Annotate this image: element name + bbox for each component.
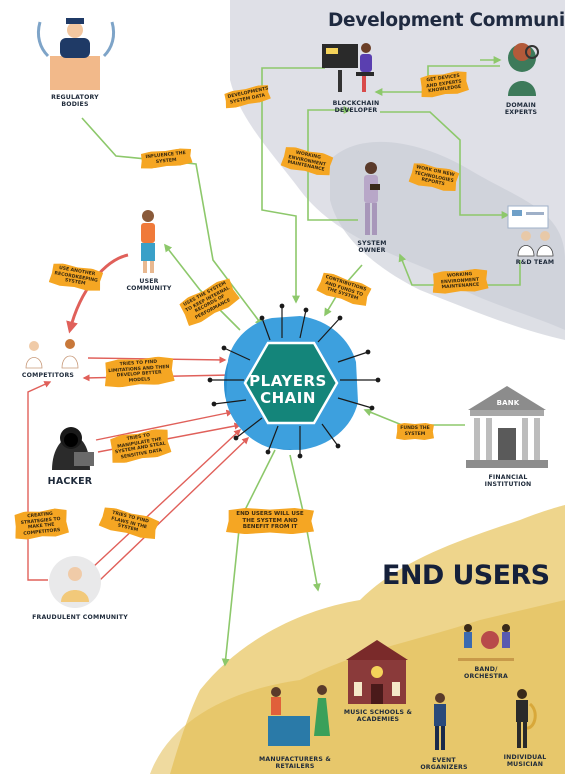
arrow-hub-to-endusers-left [221,449,276,667]
arrow-developer-to-hub [261,67,325,304]
arrow-fraud-to-hub-2 [99,437,250,581]
arrow-developer-to-rd [380,111,510,219]
arrow-bank-to-hub [363,408,465,426]
arrow-hub-to-user [164,243,241,331]
blockchain-developer-label: BLOCKCHAIN DEVELOPER [332,100,380,115]
arrow-fraud-to-hub [91,429,242,569]
arrow-user-to-competitors [66,253,129,334]
user-community-label: USER COMMUNITY [126,278,172,293]
rd-team-icon [507,205,554,257]
user-community-icon [141,210,155,273]
event-organizers-label: EVENT ORGANIZERS [420,757,468,772]
arrow-hacker-to-hub [95,409,234,441]
development-community-title: Development Community [328,10,565,31]
bank-sign: BANK [496,399,520,407]
regulatory-bodies-label: REGULATORY BODIES [51,94,99,109]
hub-circuit-lines [207,303,381,459]
rd-team-label: R&D TEAM [515,259,555,266]
financial-institution-label: FINANCIAL INSTITUTION [484,474,532,489]
end-users-title: END USERS [382,560,550,591]
fraudulent-community-label: FRAUDULENT COMMUNITY [32,614,128,621]
band-orchestra-label: BAND/ ORCHESTRA [463,666,508,681]
competitors-icon [25,339,79,369]
music-schools-label: MUSIC SCHOOLS & ACADEMIES [343,709,413,724]
hub-hexagon [243,341,339,425]
band-orchestra-icon [458,624,514,661]
fraudulent-community-icon [49,556,101,608]
system-owner-label: SYSTEM OWNER [357,240,387,255]
bank-icon [466,386,548,468]
dev-community-wash-2 [330,141,565,340]
arrow-fraud-to-competitors [27,381,52,581]
music-schools-icon [346,640,408,704]
blockchain-developer-icon [322,43,374,92]
individual-musician-label: INDIVIDUAL MUSICIAN [503,754,547,769]
manufacturers-retailers-label: MANUFACTURERS & RETAILERS [258,756,331,771]
domain-experts-icon [508,43,539,96]
tag-funds-system: FUNDS THE SYSTEM [396,423,434,440]
system-owner-icon [364,162,380,235]
manufacturers-icon [268,685,330,746]
competitors-label: COMPETITORS [21,372,75,379]
hub-label: PLAYERS CHAIN [249,372,327,408]
hacker-icon [52,427,94,470]
domain-experts-label: DOMAIN EXPERTS [504,102,538,117]
tag-end-users-will: END USERS WILL USE THE SYSTEM AND BENEFI… [226,508,314,535]
players-chain-hub [207,303,381,459]
hacker-label: HACKER [47,476,93,487]
regulatory-bodies-icon [36,18,116,90]
individual-musician-icon [516,689,537,748]
event-organizers-icon [434,693,446,750]
